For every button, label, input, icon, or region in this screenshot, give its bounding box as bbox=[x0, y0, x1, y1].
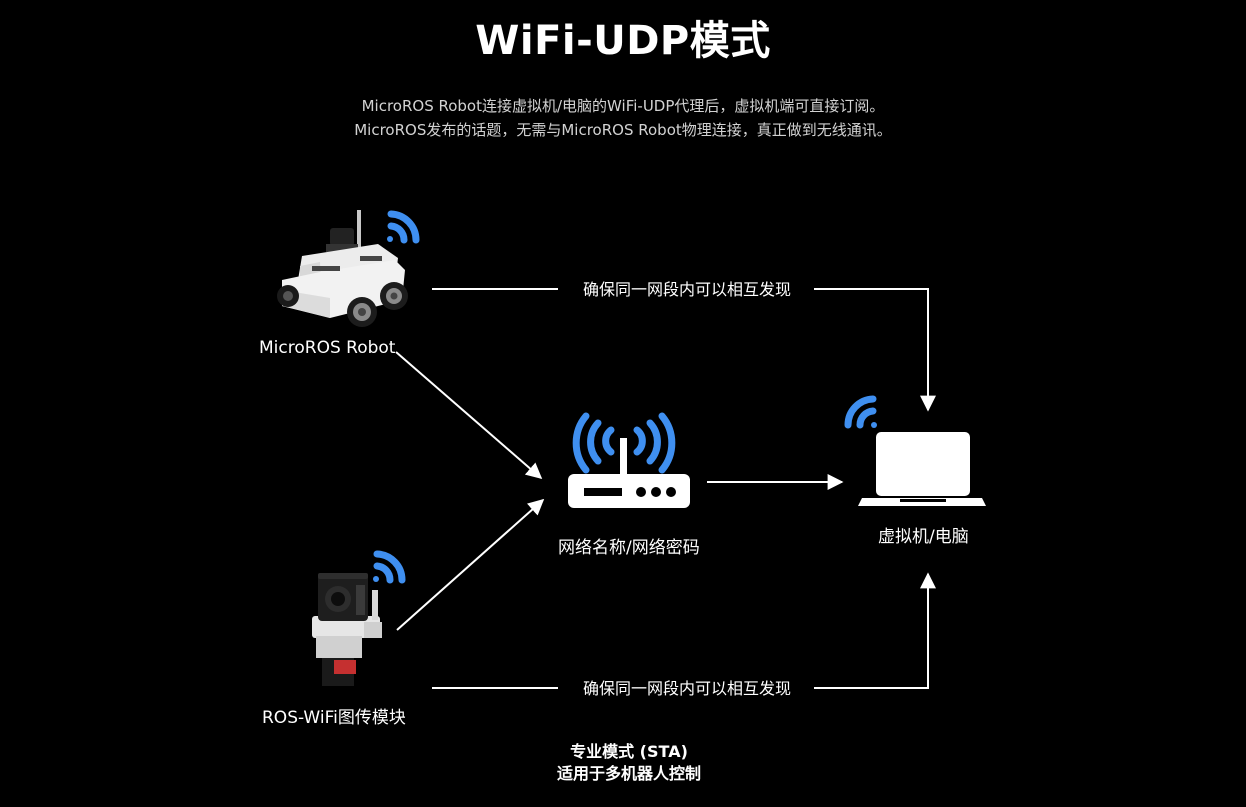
description-line-1: MicroROS Robot连接虚拟机/电脑的WiFi-UDP代理后，虚拟机端可… bbox=[361, 97, 885, 115]
camera-wifi-icon bbox=[373, 550, 406, 584]
page-title: WiFi-UDP模式 bbox=[475, 18, 771, 64]
description: MicroROS Robot连接虚拟机/电脑的WiFi-UDP代理后，虚拟机端可… bbox=[0, 94, 1246, 142]
router-wifi-icon bbox=[572, 412, 676, 474]
laptop-wifi-icon bbox=[844, 395, 877, 429]
router-label: 网络名称/网络密码 bbox=[558, 538, 700, 558]
bottom-link-label: 确保同一网段内可以相互发现 bbox=[583, 679, 791, 698]
computer-label: 虚拟机/电脑 bbox=[878, 527, 969, 547]
robot-label: MicroROS Robot bbox=[259, 338, 396, 358]
camera-to-router-arrow bbox=[396, 498, 545, 631]
router-icon bbox=[568, 438, 690, 508]
robot-wifi-icon bbox=[387, 210, 420, 244]
description-line-2: MicroROS发布的话题，无需与MicroROS Robot物理连接，真正做到… bbox=[354, 121, 892, 139]
top-link-line-right bbox=[814, 288, 936, 412]
robot-car-icon bbox=[277, 210, 408, 327]
mode-caption: 专业模式 (STA) 适用于多机器人控制 bbox=[0, 741, 1246, 785]
top-link-label: 确保同一网段内可以相互发现 bbox=[583, 280, 791, 299]
laptop-icon bbox=[858, 432, 986, 506]
bottom-link-line-right bbox=[814, 572, 936, 689]
mode-line-1: 专业模式 (STA) bbox=[570, 742, 688, 761]
camera-module-icon bbox=[312, 573, 382, 686]
camera-label: ROS-WiFi图传模块 bbox=[262, 708, 406, 728]
robot-to-router-arrow bbox=[395, 351, 543, 480]
mode-line-2: 适用于多机器人控制 bbox=[556, 764, 701, 783]
